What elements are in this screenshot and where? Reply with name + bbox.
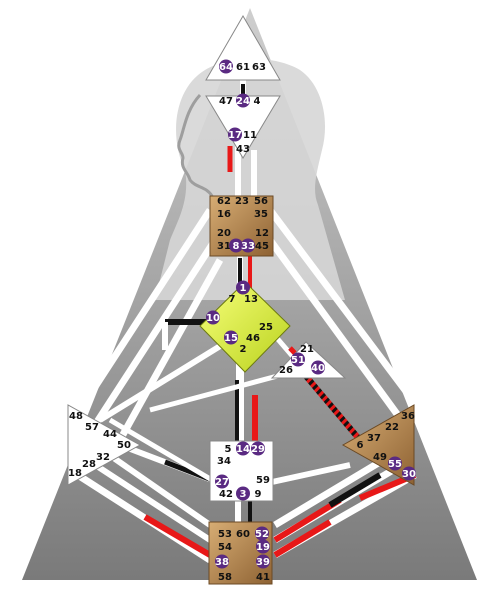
gate-14-marker bbox=[236, 441, 250, 456]
gate-17-label: 17 bbox=[228, 130, 242, 141]
gate-30-label: 30 bbox=[402, 469, 416, 480]
gate-35-label: 35 bbox=[254, 209, 268, 220]
gate-22-label: 22 bbox=[385, 422, 399, 433]
gate-53-label: 53 bbox=[218, 529, 232, 540]
gate-55-marker bbox=[388, 456, 402, 471]
gate-54-label: 54 bbox=[218, 542, 232, 553]
gate-28-label: 28 bbox=[82, 459, 96, 470]
gate-51-label: 51 bbox=[291, 355, 305, 366]
gate-64-marker bbox=[219, 59, 233, 74]
gate-47-label: 47 bbox=[219, 96, 233, 107]
gate-59-label: 59 bbox=[256, 475, 270, 486]
head-silhouette bbox=[155, 58, 345, 300]
gate-51-marker bbox=[291, 352, 305, 367]
gate-12-label: 12 bbox=[255, 228, 269, 239]
gate-2-label: 2 bbox=[240, 344, 247, 355]
gate-13-label: 13 bbox=[244, 294, 258, 305]
gate-34-label: 34 bbox=[217, 456, 231, 467]
gate-38-marker bbox=[215, 554, 229, 569]
gate-58-label: 58 bbox=[218, 572, 232, 583]
gate-25-label: 25 bbox=[259, 322, 273, 333]
gate-10-label: 10 bbox=[206, 313, 220, 324]
gate-32-label: 32 bbox=[96, 452, 110, 463]
gate-8-marker bbox=[229, 238, 243, 253]
gate-40-label: 40 bbox=[311, 363, 325, 374]
gate-3-marker bbox=[236, 486, 250, 501]
gate-8-label: 8 bbox=[233, 241, 240, 252]
gate-61-label: 61 bbox=[236, 62, 250, 73]
gate-6-label: 6 bbox=[357, 440, 364, 451]
gate-24-label: 24 bbox=[236, 96, 250, 107]
gate-19-label: 19 bbox=[256, 542, 270, 553]
gate-7-label: 7 bbox=[229, 294, 236, 305]
spleen-center bbox=[67, 404, 142, 486]
gate-38-label: 38 bbox=[215, 557, 229, 568]
gate-14-label: 14 bbox=[236, 444, 250, 455]
gate-36-label: 36 bbox=[401, 411, 415, 422]
gate-45-label: 45 bbox=[255, 241, 269, 252]
gate-27-marker bbox=[215, 474, 229, 489]
gate-56-label: 56 bbox=[254, 196, 268, 207]
gate-39-marker bbox=[256, 554, 270, 569]
gate-49-label: 49 bbox=[373, 452, 387, 463]
gate-10-marker bbox=[206, 310, 220, 325]
gate-26-label: 26 bbox=[279, 365, 293, 376]
gate-16-label: 16 bbox=[217, 209, 231, 220]
heart-center bbox=[270, 341, 347, 379]
gate-33-label: 33 bbox=[241, 241, 255, 252]
gate-5-label: 5 bbox=[225, 444, 232, 455]
gate-33-marker bbox=[241, 238, 255, 253]
gate-4-label: 4 bbox=[254, 96, 261, 107]
gate-1-marker bbox=[236, 280, 250, 295]
gate-31-label: 31 bbox=[217, 241, 231, 252]
gate-52-marker bbox=[255, 526, 269, 541]
gate-23-label: 23 bbox=[235, 196, 249, 207]
gate-29-marker bbox=[251, 441, 265, 456]
gate-11-label: 11 bbox=[243, 130, 257, 141]
gate-24-marker bbox=[236, 93, 250, 108]
gate-37-label: 37 bbox=[367, 433, 381, 444]
gate-18-label: 18 bbox=[68, 468, 82, 479]
face-profile bbox=[177, 93, 214, 197]
gate-48-label: 48 bbox=[69, 411, 83, 422]
gate-62-label: 62 bbox=[217, 196, 231, 207]
gate-40-marker bbox=[311, 360, 325, 375]
gate-60-label: 60 bbox=[236, 529, 250, 540]
gate-46-label: 46 bbox=[246, 333, 260, 344]
gate-15-marker bbox=[224, 330, 238, 345]
channels bbox=[68, 80, 423, 563]
gate-17-marker bbox=[228, 127, 242, 142]
gate-64-label: 64 bbox=[219, 62, 233, 73]
gate-9-label: 9 bbox=[255, 489, 262, 500]
gate-29-label: 29 bbox=[251, 444, 265, 455]
gate-42-label: 42 bbox=[219, 489, 233, 500]
gate-43-label: 43 bbox=[236, 144, 250, 155]
gate-57-label: 57 bbox=[85, 422, 99, 433]
gate-52-label: 52 bbox=[255, 529, 269, 540]
gate-44-label: 44 bbox=[103, 429, 117, 440]
gate-30-marker bbox=[402, 466, 416, 481]
gate-3-label: 3 bbox=[240, 489, 247, 500]
gate-50-label: 50 bbox=[117, 440, 131, 451]
gate-20-label: 20 bbox=[217, 228, 231, 239]
gate-39-label: 39 bbox=[256, 557, 270, 568]
gate-15-label: 15 bbox=[224, 333, 238, 344]
gate-55-label: 55 bbox=[388, 459, 402, 470]
gate-27-label: 27 bbox=[215, 477, 229, 488]
gate-21-label: 21 bbox=[300, 344, 314, 355]
gate-19-marker bbox=[256, 539, 270, 554]
gate-1-label: 1 bbox=[240, 283, 247, 294]
gate-63-label: 63 bbox=[252, 62, 266, 73]
gate-41-label: 41 bbox=[256, 572, 270, 583]
